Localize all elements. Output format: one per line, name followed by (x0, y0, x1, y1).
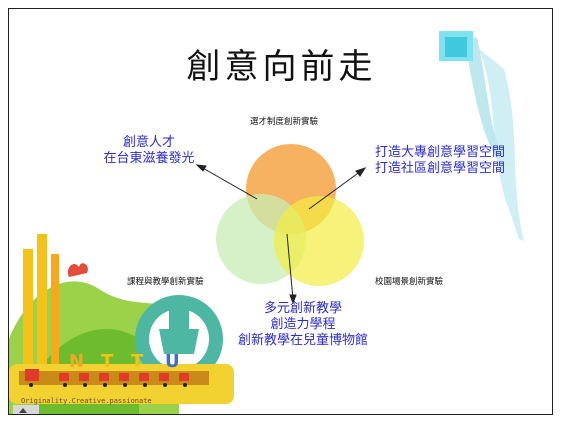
logo-letter: U (165, 351, 180, 372)
venn-label-left: 課程與教學創新實驗 (127, 277, 204, 287)
venn-circle-right (274, 196, 364, 286)
callout-line: 創意人才 (122, 135, 175, 150)
callout-arrows (195, 164, 367, 305)
venn-label-right: 校園場景創新實驗 (375, 277, 444, 287)
callout-line: 創造力學程 (270, 317, 336, 332)
venn-label-top: 選才制度創新實驗 (250, 117, 319, 127)
callout-line: 多元創新教學 (263, 301, 342, 316)
slide-frame: N T T U 創意向前走 選才制度創新實驗 課程與教學創新實驗 校園場景創新實… (8, 8, 553, 415)
slide-title: 創意向前走 (186, 47, 377, 87)
venn-diagram (216, 144, 364, 286)
logo-letter: T (131, 351, 144, 372)
callout-left: 創意人才 在台東滋養發光 (89, 135, 209, 167)
logo-letter: N (69, 351, 84, 372)
callout-bottom: 多元創新教學 創造力學程 創新教學在兒童博物館 (233, 301, 373, 349)
campus-logo-art (9, 234, 234, 414)
decorative-ribbon (439, 31, 524, 241)
callout-right: 打造大專創意學習空間 打造社區創意學習空間 (365, 145, 515, 177)
slide-graphics: N T T U (9, 31, 524, 414)
callout-line: 打造大專創意學習空間 (374, 145, 505, 160)
logo-tagline: Originality.Creative.passionate (21, 397, 152, 405)
callout-line: 創新教學在兒童博物館 (237, 333, 368, 348)
callout-line: 打造社區創意學習空間 (374, 161, 505, 176)
logo-letter: T (101, 351, 114, 372)
logo-letters: N T T U (69, 351, 180, 372)
callout-line: 在台東滋養發光 (103, 151, 195, 166)
